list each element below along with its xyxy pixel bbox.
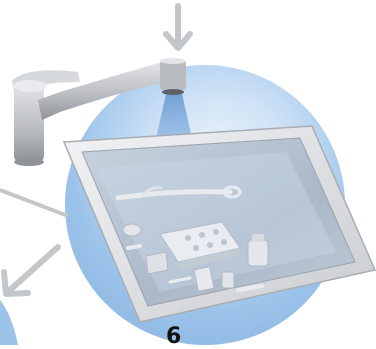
down-arrow-icon [166,6,190,48]
connector-line [0,190,68,216]
arrow-left-down-icon [4,247,58,294]
background-disc-edge [0,300,18,345]
